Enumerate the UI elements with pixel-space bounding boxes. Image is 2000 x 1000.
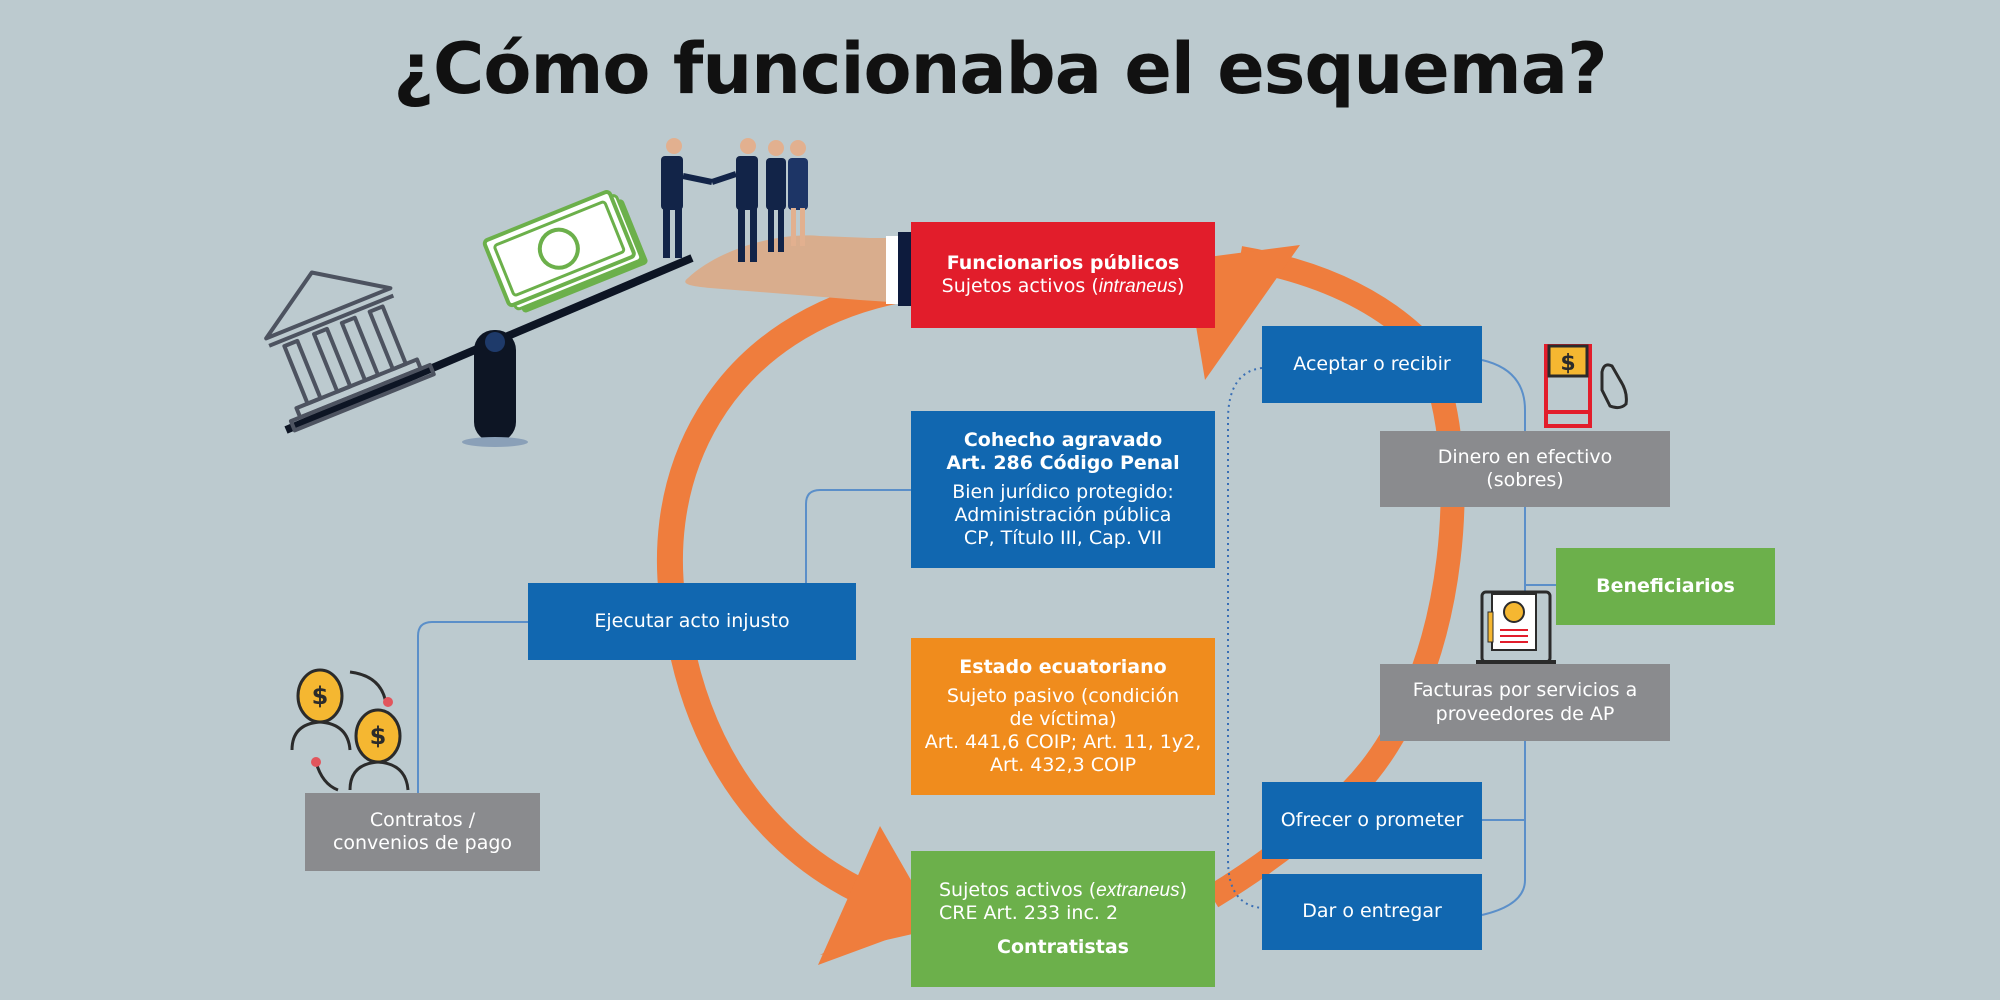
beneficiarios-label: Beneficiarios	[1596, 574, 1735, 597]
funcionarios-subtitle-italic: intraneus	[1098, 276, 1177, 297]
svg-text:$: $	[312, 682, 329, 710]
estado-line-2: de víctima)	[1009, 707, 1117, 730]
estado-box: Estado ecuatoriano Sujeto pasivo (condic…	[911, 638, 1215, 795]
contratos-line-2: convenios de pago	[332, 832, 513, 854]
seesaw-icon	[284, 254, 694, 447]
government-building-icon	[264, 270, 436, 433]
facturas-line-2: proveedores de AP	[1435, 702, 1615, 725]
contratistas-line-pre: Sujetos activos (	[939, 879, 1097, 902]
cohecho-line-3: CP, Título III, Cap. VII	[963, 527, 1163, 550]
svg-text:$: $	[1560, 351, 1575, 376]
money-people-icon	[290, 668, 410, 792]
money-people-symbols: $ $	[312, 682, 387, 750]
invoice-laptop-icon	[1476, 590, 1556, 666]
giving-hand-icon	[685, 232, 912, 306]
funcionarios-subtitle-post: )	[1176, 275, 1185, 297]
facturas-box: Facturas por servicios a proveedores de …	[1380, 664, 1670, 741]
dinero-line-1: Dinero en efectivo	[1437, 445, 1613, 468]
contratos-line-1: Contratos /	[369, 808, 476, 831]
ofrecer-box: Ofrecer o prometer	[1262, 782, 1482, 859]
facturas-line-1: Facturas por servicios a	[1412, 679, 1638, 702]
contratistas-line-1: Sujetos activos (extraneus)	[939, 879, 1187, 902]
estado-line-3: Art. 441,6 COIP; Art. 11, 1y2,	[924, 731, 1202, 754]
cohecho-box: Cohecho agravado Art. 286 Código Penal B…	[911, 411, 1215, 568]
cohecho-line-1: Bien jurídico protegido:	[952, 480, 1174, 503]
receiving-hand-icon	[1600, 363, 1628, 410]
beneficiarios-box: Beneficiarios	[1556, 548, 1775, 625]
contratistas-line-post: )	[1179, 879, 1187, 902]
estado-line-1: Sujeto pasivo (condición	[946, 684, 1180, 707]
aceptar-label: Aceptar o recibir	[1293, 352, 1451, 375]
dar-box: Dar o entregar	[1262, 874, 1482, 950]
cohecho-title-1: Cohecho agravado	[963, 428, 1163, 451]
funcionarios-title: Funcionarios públicos	[946, 251, 1180, 274]
cash-envelope-icon: $	[1544, 344, 1592, 428]
contratos-box: Contratos / convenios de pago	[305, 793, 540, 871]
money-bills-icon	[482, 190, 648, 313]
aceptar-box: Aceptar o recibir	[1262, 326, 1482, 403]
ejecutar-box: Ejecutar acto injusto	[528, 583, 856, 660]
dinero-box: Dinero en efectivo (sobres)	[1380, 431, 1670, 507]
svg-text:$: $	[370, 722, 387, 750]
funcionarios-subtitle: Sujetos activos (intraneus)	[942, 275, 1185, 298]
cohecho-line-2: Administración pública	[954, 504, 1172, 527]
contratistas-line-italic: extraneus	[1096, 880, 1180, 902]
contratistas-title: Contratistas	[997, 935, 1129, 958]
estado-line-4: Art. 432,3 COIP	[989, 754, 1137, 777]
funcionarios-subtitle-pre: Sujetos activos (	[941, 275, 1099, 297]
contratistas-line-2: CRE Art. 233 inc. 2	[939, 902, 1119, 925]
dar-label: Dar o entregar	[1302, 900, 1442, 923]
dotted-bracket	[1227, 367, 1263, 909]
connector-lines	[417, 359, 1556, 916]
handshake-people-icon	[661, 138, 808, 262]
dinero-line-2: (sobres)	[1486, 469, 1564, 491]
cohecho-title-2: Art. 286 Código Penal	[946, 451, 1180, 474]
contratistas-box: Sujetos activos (extraneus) CRE Art. 233…	[911, 851, 1215, 987]
ofrecer-label: Ofrecer o prometer	[1280, 808, 1464, 831]
ejecutar-label: Ejecutar acto injusto	[594, 609, 790, 632]
funcionarios-box: Funcionarios públicos Sujetos activos (i…	[911, 222, 1215, 328]
page-title: ¿Cómo funcionaba el esquema?	[393, 28, 1607, 110]
estado-title: Estado ecuatoriano	[959, 655, 1167, 678]
